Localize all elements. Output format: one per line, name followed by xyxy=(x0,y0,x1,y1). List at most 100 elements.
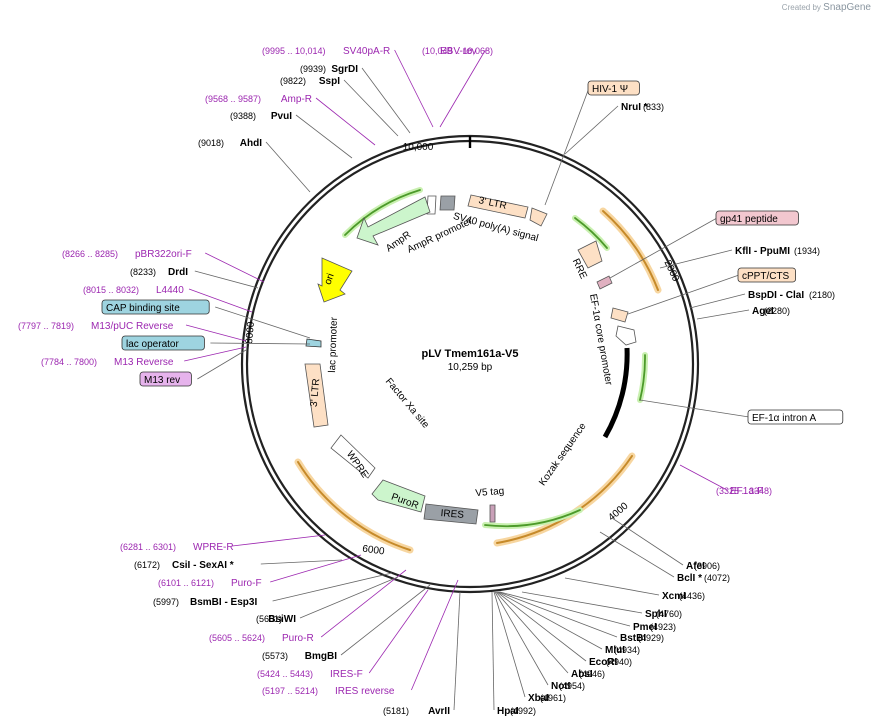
site-sv40pa-r-name[interactable]: SV40pA-R xyxy=(343,46,390,57)
ltr-3prime-bottom-shape xyxy=(304,363,329,428)
site-cap-binding-site-name[interactable]: CAP binding site xyxy=(106,303,180,314)
site-gp41-peptide-name[interactable]: gp41 peptide xyxy=(720,214,778,225)
feature-label-v5-tag: V5 tag xyxy=(475,486,505,499)
site-bsmbi-esp3i-position: (5997) xyxy=(153,597,179,607)
site-bspdi-clai-name[interactable]: BspDI - ClaI xyxy=(748,290,804,301)
site-l4440-name[interactable]: L4440 xyxy=(156,285,184,296)
feature-label-3-ltr: 3' LTR xyxy=(309,378,322,407)
site-kfli-ppumi-name[interactable]: KflI - PpuMI xyxy=(735,246,790,257)
site-sspi-name[interactable]: SspI xyxy=(319,76,340,87)
site-pvui-name[interactable]: PvuI xyxy=(271,111,292,122)
site-lac-operator-name[interactable]: lac operator xyxy=(126,339,179,350)
site-cppt-cts-name[interactable]: cPPT/CTS xyxy=(742,271,790,282)
site-lac-operator-leader xyxy=(210,342,311,345)
site-afei-position: (3906) xyxy=(694,561,720,571)
site-m13-rev-name[interactable]: M13 rev xyxy=(144,375,180,386)
site-ef-1-intron-a-name[interactable]: EF-1α intron A xyxy=(752,413,816,424)
site-pbr322ori-f-name[interactable]: pBR322ori-F xyxy=(135,249,192,260)
ori-shape xyxy=(317,257,353,303)
orf-arc-3 xyxy=(294,458,414,554)
site-noti-name[interactable]: NotI xyxy=(551,681,571,692)
site-bmgbi-name[interactable]: BmgBI xyxy=(305,651,337,662)
rre-shape xyxy=(577,240,603,269)
site-l4440-leader xyxy=(188,288,253,313)
site-bsmbi-esp3i-name[interactable]: BsmBI - Esp3I xyxy=(190,597,257,608)
site-avrii-name[interactable]: AvrII xyxy=(428,706,450,717)
site-afei-name[interactable]: AfeI xyxy=(686,561,705,572)
site-xcmi-name[interactable]: XcmI xyxy=(662,591,686,602)
site-mlui-name[interactable]: MluI xyxy=(605,645,625,656)
site-m13-puc-reverse-name[interactable]: M13/pUC Reverse xyxy=(91,321,174,332)
site-pmei-name[interactable]: PmeI xyxy=(633,622,657,633)
site-amp-r-position: (9568 .. 9587) xyxy=(205,94,261,104)
site-puro-f-name[interactable]: Puro-F xyxy=(231,578,262,589)
site-ef1a-f-name[interactable]: EF1a-F xyxy=(730,486,763,497)
orf-arc-6-line xyxy=(574,217,608,249)
site-mlui-position: (4934) xyxy=(614,645,640,655)
tick-label-2000: 2000 xyxy=(662,259,682,284)
site-csii-sexai-name[interactable]: CsiI - SexAI * xyxy=(172,560,234,571)
site-sv40pa-r-leader xyxy=(394,49,434,128)
wpre-shape xyxy=(330,434,376,479)
site-bcli-name[interactable]: BclI * xyxy=(677,573,702,584)
site-xbai-name[interactable]: XbaI xyxy=(528,693,549,704)
feature-shapes xyxy=(304,194,637,525)
site-puro-f-leader xyxy=(270,554,362,583)
site-bsiwi-leader xyxy=(299,576,399,619)
site-pvui-position: (9388) xyxy=(230,111,256,121)
site-agei-position: (2280) xyxy=(764,306,790,316)
site-puro-r-position: (5605 .. 5624) xyxy=(209,633,265,643)
site-hiv-1-leader xyxy=(544,87,590,206)
site-agei-name[interactable]: AgeI xyxy=(752,306,774,317)
site-ef1a-f-leader xyxy=(679,464,728,491)
site-ahdi-leader xyxy=(265,141,311,193)
site-bsiwi-name[interactable]: BsiWI xyxy=(268,614,296,625)
site-sgrdi-name[interactable]: SgrDI xyxy=(331,64,358,75)
site-nrui-name[interactable]: NruI * xyxy=(621,102,648,113)
site-sgrdi-leader xyxy=(361,67,411,134)
site-gp41-peptide-box xyxy=(715,210,799,226)
site-ebv-rev-name[interactable]: EBV-rev xyxy=(440,46,477,57)
site-hiv-1-box xyxy=(587,80,640,96)
site-pmei-position: (4923) xyxy=(650,622,676,632)
site-avrii-leader xyxy=(453,591,461,711)
orf-arc-2-line xyxy=(496,455,633,544)
site-hiv-1-name[interactable]: HIV-1 Ψ xyxy=(592,84,628,95)
site-ires-f-name[interactable]: IRES-F xyxy=(330,669,363,680)
site-noti-position: (4954) xyxy=(559,681,585,691)
site-bmgbi-leader xyxy=(340,584,431,656)
site-csii-sexai-position: (6172) xyxy=(134,560,160,570)
site-amp-r-name[interactable]: Amp-R xyxy=(281,94,312,105)
site-labels: SgrDI(9939)SspI(9822)Amp-R(9568 .. 9587)… xyxy=(18,46,844,717)
site-ebv-rev-leader xyxy=(439,49,486,128)
tick-label-6000: 6000 xyxy=(362,544,386,558)
feature-label-ef-1-core-promoter: EF-1α core promoter xyxy=(587,293,614,387)
orf-arc-4-line xyxy=(484,509,581,528)
site-wpre-r-name[interactable]: WPRE-R xyxy=(193,542,234,553)
site-ires-reverse-name[interactable]: IRES reverse xyxy=(335,686,395,697)
site-absi-name[interactable]: AbsI xyxy=(571,669,593,680)
site-cap-binding-site-leader xyxy=(215,306,311,339)
site-mlui-leader xyxy=(497,591,603,650)
site-wpre-r-leader xyxy=(232,534,326,547)
site-hpai-name[interactable]: HpaI xyxy=(497,706,519,717)
site-drdi-name[interactable]: DrdI xyxy=(168,267,188,278)
site-bstbi-name[interactable]: BstBI xyxy=(620,633,646,644)
site-ecori-name[interactable]: EcoRI xyxy=(589,657,618,668)
site-sphi-leader xyxy=(521,591,643,614)
site-afei-leader xyxy=(611,517,684,566)
site-sphi-name[interactable]: SphI xyxy=(645,609,667,620)
gp41-shape xyxy=(596,275,613,290)
ltr-3prime-top-shape xyxy=(467,194,529,219)
site-puro-r-name[interactable]: Puro-R xyxy=(282,633,314,644)
snapgene-credit: Created by SnapGene xyxy=(782,2,871,13)
site-m13-puc-reverse-position: (7797 .. 7819) xyxy=(18,321,74,331)
site-m13-reverse-name[interactable]: M13 Reverse xyxy=(114,357,174,368)
orf-arc-5-line xyxy=(344,189,421,236)
site-ahdi-name[interactable]: AhdI xyxy=(240,138,262,149)
orf-arc-7-line xyxy=(639,354,646,401)
site-xcmi-position: (4436) xyxy=(679,591,705,601)
site-sv40pa-r-position: (9995 .. 10,014) xyxy=(262,46,326,56)
site-ires-f-position: (5424 .. 5443) xyxy=(257,669,313,679)
